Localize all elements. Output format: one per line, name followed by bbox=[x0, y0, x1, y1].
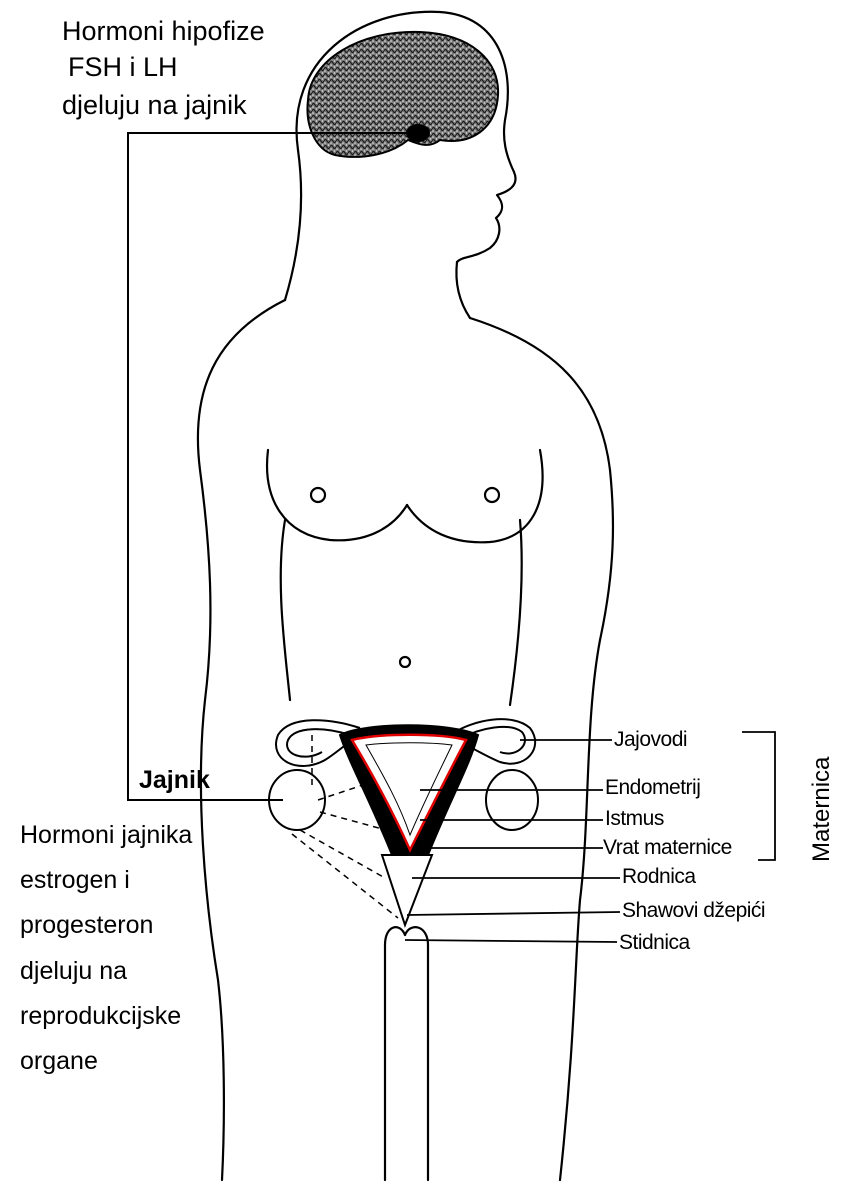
arm-right bbox=[510, 520, 522, 705]
ovary-hormones-line-6: organe bbox=[20, 1040, 98, 1082]
ovary-hormones-line-2: estrogen i bbox=[20, 859, 130, 901]
label-stidnica: Stidnica bbox=[619, 930, 690, 956]
body-right-outline bbox=[470, 318, 613, 1180]
brain bbox=[307, 32, 498, 157]
ovary-hormones-line-1: Hormoni jajnika bbox=[20, 814, 192, 856]
label-jajovodi: Jajovodi bbox=[614, 727, 687, 753]
uterus-group-label: Maternica bbox=[808, 757, 836, 862]
ovary-right bbox=[486, 770, 538, 830]
pituitary-ovary-connector bbox=[128, 133, 410, 800]
ovary-hormones-line-3: progesteron bbox=[20, 904, 153, 946]
label-endometrij: Endometrij bbox=[605, 775, 700, 801]
ovary-hormones-line-4: djeluju na bbox=[20, 950, 127, 992]
pituitary-text-line-3: djeluju na jajnik bbox=[62, 88, 247, 122]
navel bbox=[400, 657, 410, 667]
label-istmus: Istmus bbox=[605, 806, 664, 832]
neck-left bbox=[285, 150, 301, 300]
nipple-left bbox=[311, 488, 325, 502]
neck-right bbox=[456, 262, 470, 318]
label-vrat-maternice: Vrat maternice bbox=[603, 835, 732, 861]
uterus-bracket bbox=[742, 732, 775, 860]
ovary-label: Jajnik bbox=[139, 765, 210, 795]
leg-inner-right bbox=[405, 927, 428, 1180]
arm-left bbox=[281, 520, 290, 700]
pituitary-text-line-2: FSH i LH bbox=[68, 50, 178, 84]
label-rodnica: Rodnica bbox=[622, 864, 696, 890]
fallopian-tube-left-inner bbox=[287, 729, 350, 756]
breast-right bbox=[407, 450, 543, 542]
label-shawovi-dzepici: Shawovi džepići bbox=[622, 898, 765, 924]
ovary-hormones-line-5: reprodukcijske bbox=[20, 995, 181, 1037]
pituitary-text-line-1: Hormoni hipofize bbox=[62, 14, 265, 48]
leg-inner-left bbox=[385, 927, 405, 1180]
nipple-right bbox=[485, 488, 499, 502]
body-left-outline bbox=[198, 300, 285, 1180]
breast-left bbox=[267, 450, 407, 540]
